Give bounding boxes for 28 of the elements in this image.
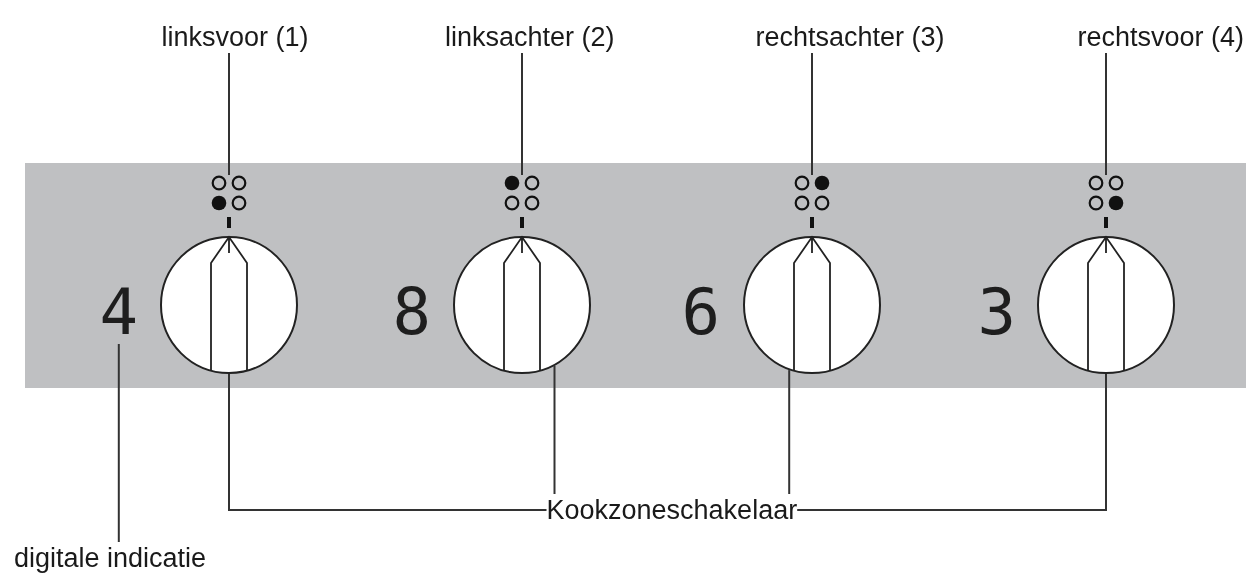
zone-label: rechtsachter (3) xyxy=(755,21,945,53)
cooking-zone-icon xyxy=(504,175,540,211)
leader-line xyxy=(1105,52,1107,176)
callout-label: Kookzoneschakelaar xyxy=(546,494,798,526)
leader-line xyxy=(796,373,1107,511)
digit-display: 6 xyxy=(681,280,721,344)
control-knob xyxy=(159,235,299,375)
leader-line xyxy=(117,343,120,543)
cooking-zone-icon xyxy=(794,175,830,211)
control-knob xyxy=(742,235,882,375)
cooking-zone-icon xyxy=(1088,175,1124,211)
control-panel xyxy=(25,163,1246,388)
digit-display: 4 xyxy=(99,280,139,344)
control-knob xyxy=(452,235,592,375)
digit-display: 3 xyxy=(977,280,1017,344)
leader-line xyxy=(228,373,548,511)
leader-line xyxy=(553,364,556,495)
cooking-zone-icon xyxy=(211,175,247,211)
leader-line xyxy=(521,52,523,176)
zone-label: linksvoor (1) xyxy=(161,21,309,53)
zone-label: rechtsvoor (4) xyxy=(1077,21,1245,53)
callout-label: digitale indicatie xyxy=(14,542,207,574)
zone-label: linksachter (2) xyxy=(445,21,615,53)
control-knob xyxy=(1036,235,1176,375)
leader-line xyxy=(228,52,230,176)
leader-line xyxy=(811,52,813,176)
leader-line xyxy=(788,369,791,495)
digit-display: 8 xyxy=(392,280,432,344)
